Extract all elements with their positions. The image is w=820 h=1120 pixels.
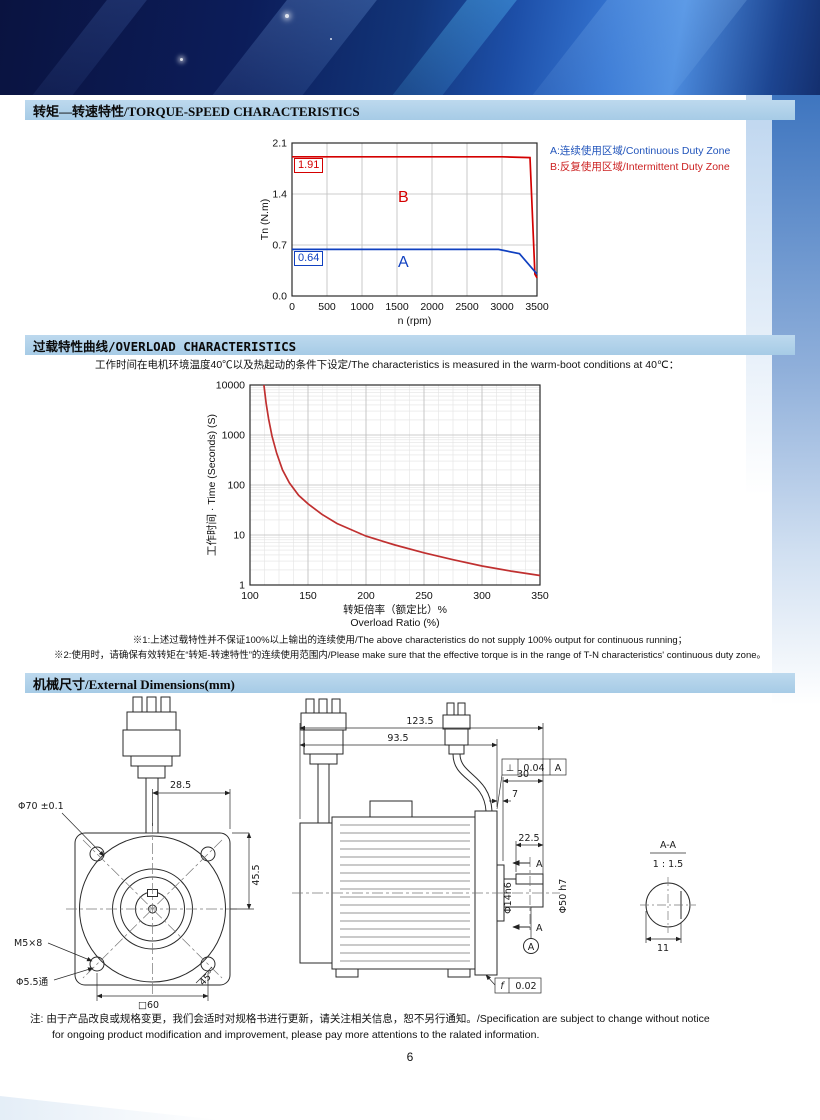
- torque-speed-chart-svg: 0 500 1000 1500 2000 2500 3000 3500 0.0 0.7 1.4 2.1…: [259, 138, 549, 328]
- dim-m5x8: M5×8: [14, 938, 42, 949]
- dim-45-5: 45.5: [251, 864, 262, 885]
- svg-text:0.0: 0.0: [272, 291, 287, 303]
- section-title-torque-speed: 转矩—转速特性/TORQUE-SPEED CHARACTERISTICS: [33, 103, 360, 119]
- svg-text:1000: 1000: [350, 301, 374, 313]
- svg-text:200: 200: [357, 590, 375, 602]
- front-view-dim-labels: 28.5 Φ70 ±0.1 45.5 M5×8 Φ5.5通 □60 45°: [14, 780, 262, 1011]
- front-view: [66, 696, 240, 995]
- section-arrow-a-bottom: A: [536, 923, 543, 934]
- right-gradient-band-inner: [746, 95, 772, 495]
- dim-flange-dia: Φ70 ±0.1: [18, 801, 64, 812]
- header-banner: [0, 0, 820, 95]
- overload-conditions-note: 工作时间在电机环境温度40℃以及热起动的条件下设定/The characteri…: [95, 359, 680, 371]
- svg-text:250: 250: [415, 590, 433, 602]
- footer-note-line2: for ongoing product modification and imp…: [52, 1028, 540, 1041]
- front-view-dim-lines: [47, 789, 254, 1001]
- banner-streak: [337, 0, 553, 95]
- banner-streak: [0, 0, 183, 95]
- right-gradient-band: [772, 95, 820, 705]
- svg-text:300: 300: [473, 590, 491, 602]
- svg-text:2000: 2000: [420, 301, 444, 313]
- svg-text:n (rpm): n (rpm): [398, 315, 432, 327]
- dim-30: 30: [517, 769, 529, 780]
- section-header-dimensions: 机械尺寸/External Dimensions(mm): [25, 673, 795, 693]
- dim-11: 11: [657, 943, 669, 954]
- footer-note: 注: 由于产品改良或规格变更，我们会适时对规格书进行更新，请关注相关信息，恕不另…: [30, 1012, 790, 1044]
- dim-square-60: □60: [138, 1000, 159, 1011]
- banner-streak: [477, 0, 783, 95]
- continuous-torque-value: 0.64: [294, 251, 324, 266]
- svg-text:工作时间 · Time (Seconds) (S): 工作时间 · Time (Seconds) (S): [205, 414, 218, 556]
- dim-5-5-hole: Φ5.5通: [16, 977, 49, 988]
- svg-text:0: 0: [289, 301, 295, 313]
- svg-text:2.1: 2.1: [272, 138, 287, 150]
- svg-text:Tn (N.m): Tn (N.m): [259, 199, 271, 240]
- section-title-dimensions: 机械尺寸/External Dimensions(mm): [33, 676, 235, 692]
- tol-0-04: 0.04: [523, 763, 544, 774]
- section-a-a-scale: 1 : 1.5: [653, 859, 683, 870]
- overload-chart: 100 150 200 250 300 350 1 10 100 1000 10000 转矩倍率（额定…: [195, 378, 615, 636]
- svg-text:1.4: 1.4: [272, 189, 287, 201]
- banner-sparkle: [285, 14, 289, 18]
- dim-7: 7: [512, 789, 518, 800]
- svg-text:3500: 3500: [525, 301, 549, 313]
- section-arrow-a-top: A: [536, 859, 543, 870]
- section-view-a-a: [640, 852, 696, 943]
- svg-text:150: 150: [299, 590, 317, 602]
- torque-chart-legend: A:连续使用区域/Continuous Duty Zone B:反复使用区域/I…: [550, 143, 730, 175]
- datum-a-circle-label: A: [528, 942, 535, 953]
- dim-spigot-dia: Φ50 h7: [558, 879, 569, 914]
- dim-93-5: 93.5: [387, 733, 408, 744]
- side-view: [292, 698, 560, 978]
- svg-text:500: 500: [318, 301, 336, 313]
- section-header-torque-speed: 转矩—转速特性/TORQUE-SPEED CHARACTERISTICS: [25, 100, 795, 120]
- banner-sparkle: [330, 38, 332, 40]
- section-view-labels: A-A 1 : 1.5 11: [653, 840, 683, 954]
- svg-text:100: 100: [241, 590, 259, 602]
- svg-text:100: 100: [227, 480, 245, 492]
- legend-intermittent-duty: B:反复使用区域/Intermittent Duty Zone: [550, 161, 730, 173]
- svg-text:1000: 1000: [222, 430, 246, 442]
- dim-22-5: 22.5: [518, 833, 539, 844]
- tol-0-02: 0.02: [515, 981, 536, 992]
- section-header-overload: 过载特性曲线/OVERLOAD CHARACTERISTICS: [25, 335, 795, 355]
- dim-123-5: 123.5: [406, 716, 433, 727]
- svg-text:10000: 10000: [216, 380, 245, 392]
- tol-datum-a: A: [555, 763, 562, 774]
- svg-text:1500: 1500: [385, 301, 409, 313]
- center-lines: [66, 823, 240, 995]
- section-a-a-title: A-A: [660, 840, 677, 851]
- legend-continuous-duty: A:连续使用区域/Continuous Duty Zone: [550, 145, 731, 157]
- overload-chart-svg: 100 150 200 250 300 350 1 10 100 1000 10000 转矩倍率（额定…: [205, 380, 549, 630]
- overload-note-1: ※1:上述过载特性并不保证100%以上输出的连续使用/The above cha…: [132, 635, 688, 646]
- torque-speed-chart: 0 500 1000 1500 2000 2500 3000 3500 0.0 0.7 1.4 2.1…: [230, 133, 800, 338]
- svg-text:Overload Ratio (%): Overload Ratio (%): [350, 617, 439, 629]
- banner-sparkle: [180, 58, 183, 61]
- overload-note-2: ※2:使用时，请确保有效转矩在“转矩-转速特性”的连续使用范围内/Please …: [53, 650, 767, 661]
- dim-28-5: 28.5: [170, 780, 191, 791]
- svg-text:转矩倍率（额定比）%: 转矩倍率（额定比）%: [343, 603, 447, 616]
- svg-text:10: 10: [233, 530, 245, 542]
- intermittent-torque-value: 1.91: [294, 158, 324, 173]
- svg-text:2500: 2500: [455, 301, 479, 313]
- tol-perpendicular-symbol: ⊥: [506, 763, 514, 774]
- zone-a-label: A: [398, 254, 409, 271]
- side-view-dim-lines: [299, 723, 567, 994]
- svg-text:3000: 3000: [490, 301, 514, 313]
- runout-symbol: f: [500, 981, 505, 992]
- dimension-drawings: 28.5 Φ70 ±0.1 45.5 M5×8 Φ5.5通 □60 45°: [14, 696, 696, 1011]
- svg-text:350: 350: [531, 590, 549, 602]
- footer-note-line1: 注: 由于产品改良或规格变更，我们会适时对规格书进行更新，请关注相关信息，恕不另…: [30, 1013, 710, 1025]
- bottom-left-accent: [0, 1096, 220, 1120]
- side-view-dim-labels: 123.5 93.5 30 7 22.5 Φ14h6 Φ50 h7 ⊥ 0.04…: [387, 716, 569, 992]
- section-title-overload: 过载特性曲线/OVERLOAD CHARACTERISTICS: [33, 338, 297, 354]
- page-number: 6: [406, 1050, 414, 1064]
- zone-b-label: B: [398, 189, 409, 206]
- svg-text:1: 1: [239, 580, 245, 592]
- svg-text:0.7: 0.7: [272, 240, 287, 252]
- dim-shaft-dia: Φ14h6: [503, 882, 514, 914]
